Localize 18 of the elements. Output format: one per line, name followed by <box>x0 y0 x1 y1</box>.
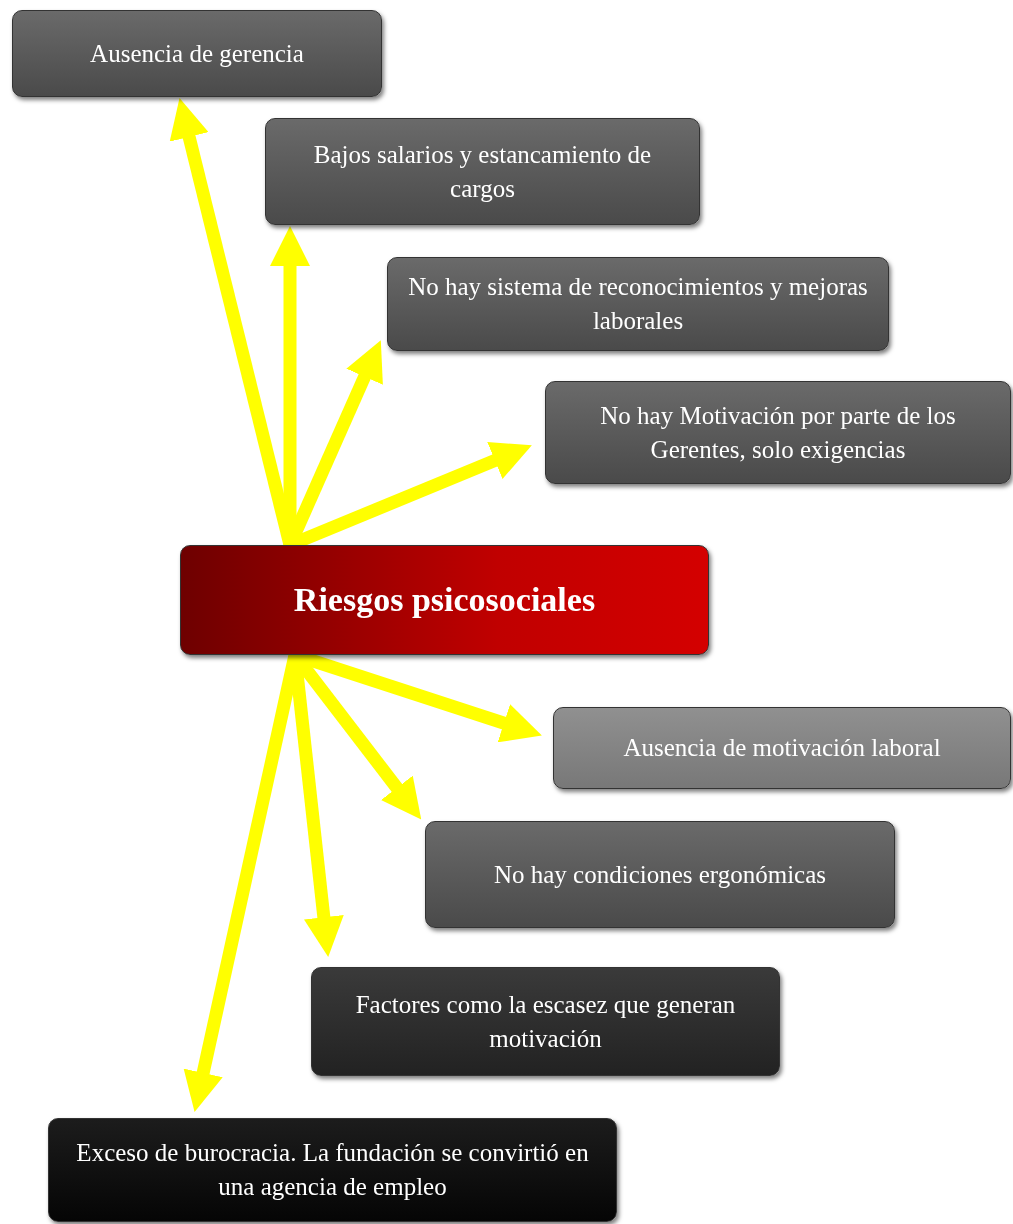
cause-text: Bajos salarios y estancamiento de cargos <box>312 139 653 204</box>
cause-box <box>553 707 1011 789</box>
cause-box <box>265 118 700 225</box>
cause-text: No hay condiciones ergonómicas <box>493 859 827 890</box>
cause-text: No hay sistema de reconocimientos y mejoras laborales <box>407 272 869 336</box>
topic-title: Riesgos psicosociales <box>293 580 596 621</box>
cause-box <box>12 10 382 97</box>
central-topic-box <box>180 545 709 655</box>
cause-text: Factores como la escasez que generan motivación <box>354 989 737 1054</box>
cause-text: No hay Motivación por parte de los Gerentes, solo exigencias <box>599 400 957 465</box>
cause-box <box>311 967 780 1076</box>
cause-box <box>387 257 889 351</box>
cause-text: Ausencia de motivación laboral <box>623 733 941 764</box>
cause-box <box>48 1118 617 1222</box>
cause-box <box>425 821 895 928</box>
cause-box <box>545 381 1011 484</box>
cause-text: Exceso de burocracia. La fundación se convirtió en una agencia de empleo <box>75 1138 590 1202</box>
cause-text: Ausencia de gerencia <box>90 38 304 69</box>
